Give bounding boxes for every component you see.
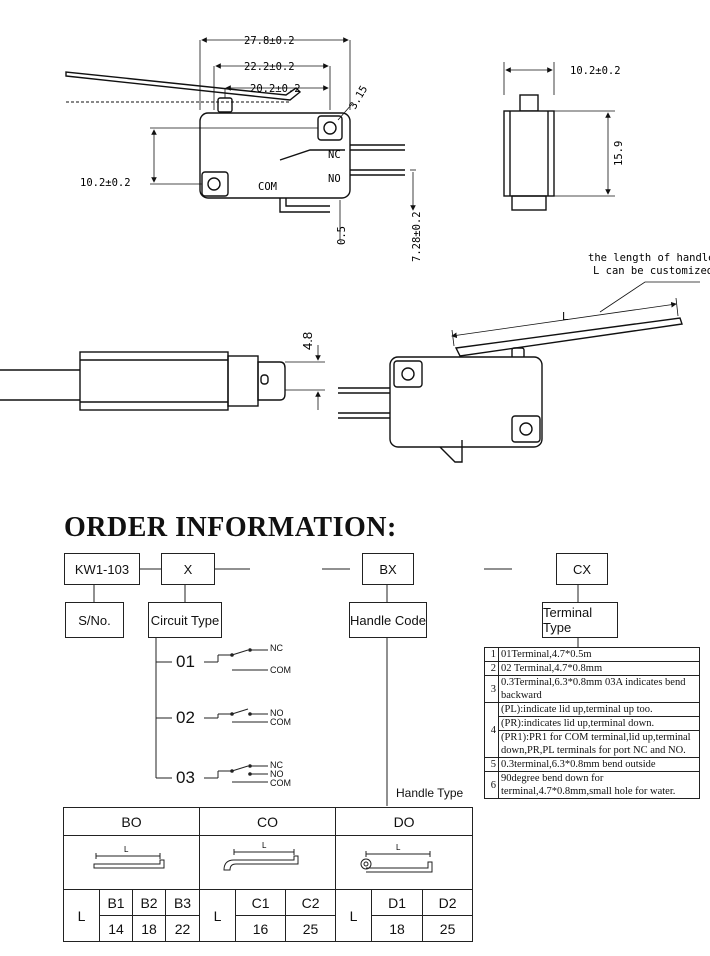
dim-4-8: 4.8 — [300, 332, 315, 350]
terminal-com-label: COM — [258, 181, 277, 193]
dim-15-9: 15.9 — [613, 141, 625, 166]
terminal-code-box: CX — [556, 553, 608, 585]
value-b1: 14 — [99, 915, 133, 942]
side-view — [503, 94, 555, 211]
terminal-nc-label: NC — [328, 149, 341, 161]
terminal-num: 5 — [484, 757, 499, 772]
handle-code-label-box: Handle Code — [349, 602, 427, 638]
terminal-num: 1 — [484, 647, 499, 662]
terminal-num: 2 — [484, 661, 499, 676]
row-label-l: L — [335, 889, 373, 942]
code-b1: B1 — [99, 889, 133, 916]
circuit-03-com: COM — [270, 778, 291, 788]
circuit-code-box: X — [161, 553, 215, 585]
top-view-dimension — [285, 345, 325, 410]
value-c2: 25 — [285, 915, 337, 942]
dim-10-2-side: 10.2±0.2 — [570, 65, 621, 77]
dim-27-8: 27.8±0.2 — [244, 35, 295, 47]
terminal-desc-line: (PR):indicates lid up,terminal down. — [499, 717, 699, 731]
dim-10-2-front: 10.2±0.2 — [80, 177, 131, 189]
group-do-header: DO — [335, 807, 474, 836]
dim-L: L — [562, 311, 568, 323]
side-dimension-lines — [503, 62, 615, 197]
value-d1: 18 — [371, 915, 424, 942]
row-label-l: L — [199, 889, 237, 942]
terminal-desc: 0.3terminal,6.3*0.8mm bend outside — [498, 757, 700, 772]
terminal-type-label-box: Terminal Type — [542, 602, 618, 638]
circuit-01-nc: NC — [270, 643, 283, 653]
code-d1: D1 — [371, 889, 424, 916]
angled-view — [338, 317, 683, 463]
bo-handle-icon: L — [93, 845, 165, 869]
value-b2: 18 — [132, 915, 166, 942]
dim-3-15: 3.15 — [347, 84, 370, 112]
circuit-03-no: NO — [270, 769, 284, 779]
table-row: 4 (PL):indicate lid up,terminal up too. … — [484, 702, 700, 758]
order-information-title: ORDER INFORMATION: — [64, 512, 397, 543]
row-label-l: L — [63, 889, 100, 942]
co-handle-sketch: L — [199, 835, 337, 890]
code-b3: B3 — [164, 889, 201, 916]
front-view — [65, 71, 405, 213]
front-dimension-lines — [150, 37, 416, 240]
model-code-box: KW1-103 — [64, 553, 140, 585]
value-b3: 22 — [164, 915, 201, 942]
do-handle-sketch: L — [335, 835, 474, 890]
co-sketch-L: L — [262, 841, 267, 850]
dim-7-28: 7.28±0.2 — [411, 211, 423, 262]
terminal-no-label: NO — [328, 173, 341, 185]
top-view — [0, 351, 286, 411]
do-handle-icon: L — [360, 843, 433, 873]
switch-technical-drawing: 27.8±0.2 22.2±0.2 20.2±0.2 3.15 10.2±0.2… — [0, 35, 710, 463]
terminal-desc: 01Terminal,4.7*0.5m — [498, 647, 700, 662]
terminal-desc-line: (PR1):PR1 for COM terminal,lid up,termin… — [501, 732, 691, 756]
handle-type-table: BO CO DO L L — [62, 807, 474, 942]
terminal-num: 3 — [484, 675, 499, 703]
terminal-desc: 02 Terminal,4.7*0.8mm — [498, 661, 700, 676]
co-handle-icon: L — [223, 841, 299, 871]
circuit-type-label-box: Circuit Type — [148, 602, 222, 638]
circuit-03-nc: NC — [270, 760, 283, 770]
do-sketch-L: L — [396, 843, 401, 852]
circuit-02-com: COM — [270, 717, 291, 727]
circuit-02-code: 02 — [176, 708, 195, 727]
handle-length-dimension — [451, 281, 700, 347]
terminal-num: 4 — [484, 702, 499, 758]
bo-handle-sketch: L — [62, 835, 201, 890]
handle-type-label: Handle Type — [396, 786, 464, 800]
handle-code-box: BX — [362, 553, 414, 585]
bo-sketch-L: L — [124, 845, 129, 854]
dim-20-2: 20.2±0.2 — [250, 83, 301, 95]
terminal-desc: 0.3Terminal,6.3*0.8mm 03A indicates bend… — [498, 675, 700, 703]
circuit-03-code: 03 — [176, 768, 195, 787]
order-connectors — [93, 568, 579, 806]
value-c1: 16 — [235, 915, 287, 942]
code-c1: C1 — [235, 889, 287, 916]
dim-0-5: 0.5 — [336, 226, 348, 245]
code-b2: B2 — [132, 889, 166, 916]
handle-note-line2: L can be customized — [593, 265, 710, 277]
value-d2: 25 — [422, 915, 474, 942]
sno-label-box: S/No. — [65, 602, 124, 638]
terminal-desc-line: (PL):indicate lid up,terminal up too. — [499, 703, 699, 717]
circuit-01-com: COM — [270, 665, 291, 675]
group-co-header: CO — [199, 807, 337, 836]
group-bo-header: BO — [62, 807, 201, 836]
terminal-num: 6 — [484, 771, 499, 799]
handle-note-line1: the length of handle — [588, 252, 710, 264]
terminal-desc: 90degree bend down for terminal,4.7*0.8m… — [498, 771, 700, 799]
circuit-02-no: NO — [270, 708, 284, 718]
circuit-01-code: 01 — [176, 652, 195, 671]
dim-22-2: 22.2±0.2 — [244, 61, 295, 73]
code-d2: D2 — [422, 889, 474, 916]
code-c2: C2 — [285, 889, 337, 916]
